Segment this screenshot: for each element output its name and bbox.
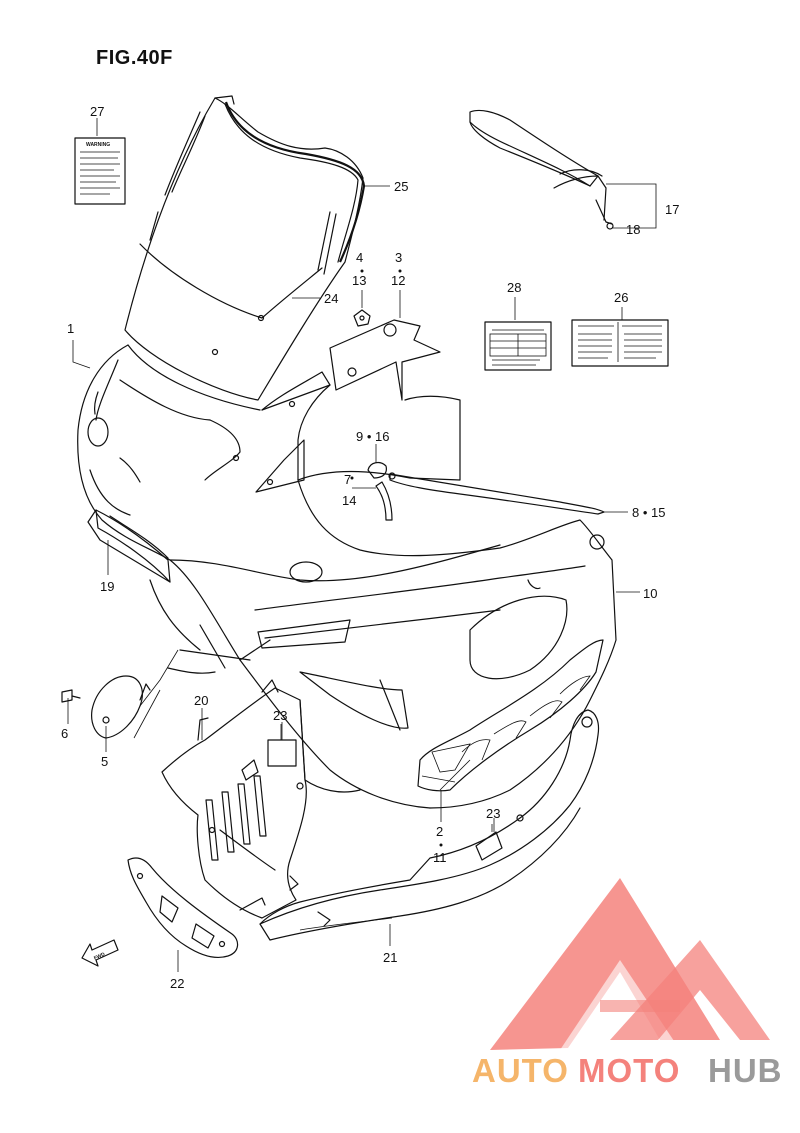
warning-label-27-text: WARNING [86,142,110,148]
grommet-9 [367,461,387,479]
forward-direction-arrow: FWD [81,939,119,967]
upper-cowling-1 [77,344,431,809]
cover-5 [91,675,151,739]
inner-lower-panel-20 [161,679,307,919]
callout-14: 14 [342,493,356,508]
caution-label-28 [484,321,552,371]
callout-24: 24 [324,291,338,306]
molding-strip-8 [388,472,605,515]
figure-title: FIG.40F [96,47,173,69]
callout-2: 2 [436,824,443,839]
callout-20: 20 [194,693,208,708]
callout-6: 6 [61,726,68,741]
watermark-hub: HUB [708,1052,783,1089]
callout-17: 17 [665,202,679,217]
callout-11: 11 [433,850,447,865]
automotohub-watermark: AUTO MOTO HUB [472,878,783,1089]
fwd-label: FWD [93,951,106,961]
bracket-3 [329,319,441,401]
callout-1: 1 [67,321,74,336]
callout-23-right: 23 [486,806,500,821]
windscreen-trim-25 [224,101,366,263]
warning-label-26 [571,319,669,367]
leader-lines [67,118,657,972]
katana-decal-2 [417,639,604,792]
callout-22: 22 [170,976,184,991]
watermark-auto: AUTO [472,1052,569,1089]
callout-19: 19 [100,579,114,594]
callout-7: 7 [344,472,351,487]
windscreen-24 [124,95,364,401]
bracket-22 [127,857,239,958]
callout-23-left: 23 [273,708,287,723]
callout-9-16: 9 • 16 [356,429,389,444]
pad-23-left [267,722,297,767]
hose-7 [375,481,393,521]
under-cowling-21 [259,709,600,941]
callout-27: 27 [90,104,104,119]
callout-26: 26 [614,290,628,305]
screw-6 [61,689,81,703]
callout-21: 21 [383,950,397,965]
callout-5: 5 [101,754,108,769]
callout-4: 4 [356,250,363,265]
callout-12: 12 [391,273,405,288]
callout-numbers: 27 1 25 24 4 13 3 12 28 26 17 18 9 • 16 … [61,104,679,991]
callout-25: 25 [394,179,408,194]
nut-4 [353,309,371,327]
callout-13: 13 [352,273,366,288]
callout-18: 18 [626,222,640,237]
callout-10: 10 [643,586,657,601]
brace-17 [469,109,614,230]
watermark-moto: MOTO [578,1052,680,1089]
warning-label-27: WARNING [74,137,126,205]
air-duct-19 [87,509,171,583]
callout-8-15: 8 • 15 [632,505,665,520]
side-cowling-10 [149,395,617,809]
callout-28: 28 [507,280,521,295]
callout-3: 3 [395,250,402,265]
callout-dots [350,269,443,847]
